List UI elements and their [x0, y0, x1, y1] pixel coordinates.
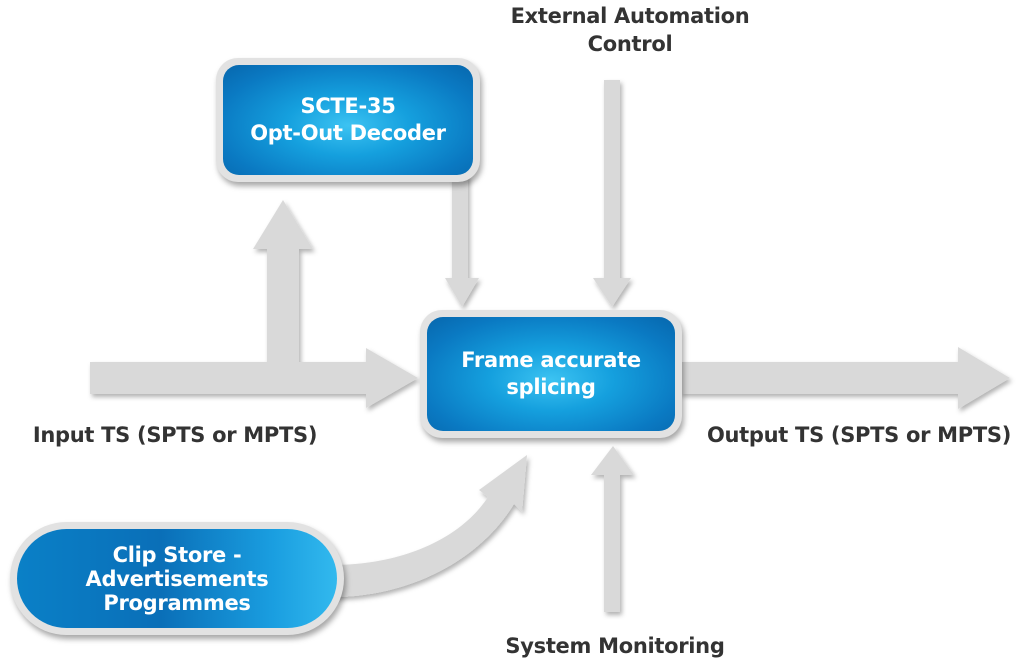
clip-store-line2: Advertisements [85, 566, 269, 591]
output-arrow [680, 347, 1010, 409]
splicer-box: Frame accurate splicing [420, 310, 682, 438]
automation-label-line2: Control [587, 32, 673, 56]
clip-store-box: Clip Store - Advertisements Programmes [10, 522, 344, 635]
clip-store-title: Clip Store - [112, 542, 242, 567]
input-arrow [90, 200, 418, 408]
scte35-decoder-box: SCTE-35 Opt-Out Decoder [216, 58, 480, 182]
automation-label-line1: External Automation [510, 4, 750, 28]
automation-arrow [593, 80, 631, 307]
automation-label: External Automation Control [480, 2, 780, 58]
monitoring-label: System Monitoring [505, 634, 725, 658]
splicer-title: Frame accurate [461, 348, 641, 372]
clip-store-arrow [332, 455, 527, 597]
monitoring-arrow [591, 446, 634, 612]
decoder-subtitle: Opt-Out Decoder [250, 121, 446, 145]
output-label: Output TS (SPTS or MPTS) [706, 423, 1012, 447]
splicer-subtitle: splicing [506, 375, 596, 399]
input-label: Input TS (SPTS or MPTS) [32, 423, 318, 447]
clip-store-line3: Programmes [103, 590, 251, 615]
decoder-title: SCTE-35 [300, 94, 396, 118]
decoder-to-splicer-arrow [445, 175, 479, 307]
